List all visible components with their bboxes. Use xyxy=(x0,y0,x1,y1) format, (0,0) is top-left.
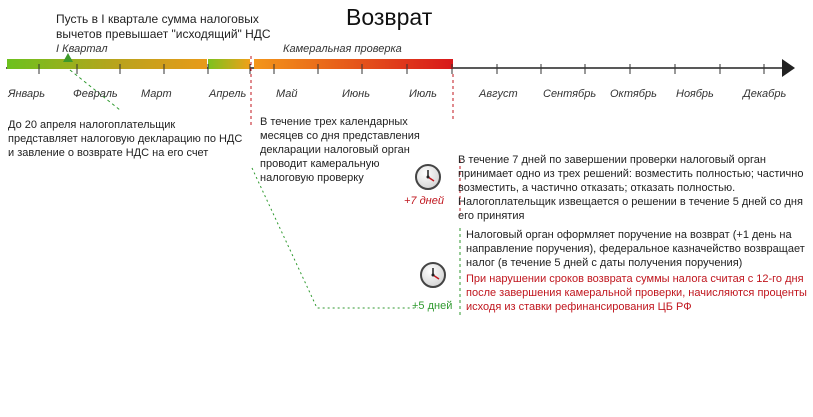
note-seven-days: В течение 7 дней по завершении проверки … xyxy=(458,154,804,222)
month-label: Октябрь xyxy=(610,88,657,100)
note-april: До 20 апреля налогоплательщик представля… xyxy=(8,119,243,159)
month-label: Май xyxy=(276,88,298,100)
plus-seven-days-badge: +7 дней xyxy=(404,195,444,207)
month-label: Декабрь xyxy=(743,88,787,100)
month-label: Апрель xyxy=(209,88,247,100)
green-path-long xyxy=(251,167,418,309)
q1-end-marker xyxy=(63,53,73,62)
q1-band xyxy=(7,59,207,69)
month-label: Август xyxy=(479,88,518,100)
month-label: Ноябрь xyxy=(676,88,714,100)
diagram-title: Возврат xyxy=(346,4,433,30)
arrow-right-icon xyxy=(782,59,795,77)
note-audit: В течение трех календарных месяцев со дн… xyxy=(260,116,420,184)
top-note: Пусть в I квартале сумма налоговых вычет… xyxy=(56,12,271,41)
month-ticks xyxy=(38,64,765,74)
green-path xyxy=(69,69,121,111)
audit-band xyxy=(254,59,453,69)
note-refund-order: Налоговый орган оформляет поручение на в… xyxy=(466,229,805,269)
clock-icon xyxy=(415,164,441,190)
audit-segment-label: Камеральная проверка xyxy=(283,43,402,55)
month-label: Январь xyxy=(8,88,46,100)
month-label: Февраль xyxy=(73,88,118,100)
month-label: Март xyxy=(141,88,172,100)
q1-segment-label: I Квартал xyxy=(56,43,108,55)
month-label: Сентябрь xyxy=(543,88,597,100)
plus-five-days-badge: +5 дней xyxy=(412,300,453,312)
month-label: Июль xyxy=(409,88,437,100)
note-penalty: При нарушении сроков возврата суммы нало… xyxy=(466,273,807,313)
april-band xyxy=(208,59,250,69)
clock-icon xyxy=(420,262,446,288)
month-label: Июнь xyxy=(342,88,370,100)
